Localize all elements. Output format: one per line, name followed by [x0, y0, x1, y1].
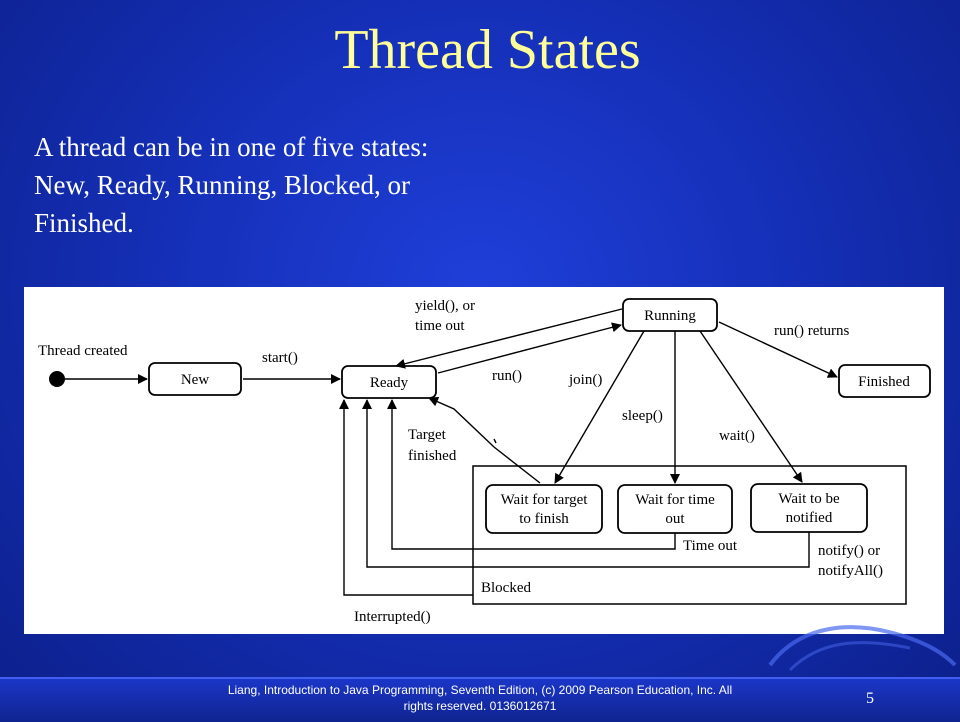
edge-target-finished	[428, 397, 541, 484]
body-line: A thread can be in one of five states:	[34, 132, 429, 162]
decorative-swoosh	[768, 625, 957, 672]
state-wait-notify-label-2: notified	[786, 510, 833, 526]
edge-yield	[395, 308, 623, 369]
footer-line: Liang, Introduction to Java Programming,…	[227, 683, 733, 697]
label-yield-2: time out	[415, 318, 465, 334]
state-wait-time-label-2: out	[665, 511, 685, 527]
state-wait-time: Wait for time out	[617, 484, 733, 534]
state-new-label: New	[181, 372, 209, 388]
label-thread-created: Thread created	[38, 343, 128, 359]
state-finished: Finished	[838, 364, 931, 398]
edge-interrupted	[339, 399, 473, 596]
state-ready-label: Ready	[370, 375, 409, 391]
state-new: New	[148, 362, 242, 396]
label-target-2: finished	[408, 448, 457, 464]
state-wait-target: Wait for target to finish	[485, 484, 603, 534]
label-run: run()	[492, 368, 522, 384]
page-number: 5	[866, 690, 874, 707]
edge-run-returns	[718, 321, 838, 378]
state-ready: Ready	[341, 365, 437, 399]
label-sleep: sleep()	[622, 408, 663, 424]
label-notify-1: notify() or	[818, 543, 880, 559]
label-wait: wait()	[719, 428, 755, 444]
label-start: start()	[262, 350, 298, 366]
footer-band	[0, 677, 960, 722]
state-wait-notify: Wait to be notified	[750, 483, 868, 533]
edge-join	[554, 330, 645, 484]
state-wait-notify-label-1: Wait to be	[778, 491, 840, 507]
state-wait-target-label-2: to finish	[519, 511, 569, 527]
edge-time-out	[387, 399, 676, 550]
state-diagram-svg: New Ready Running Finished Wait for targ…	[38, 298, 931, 625]
blocked-group-box	[472, 465, 907, 605]
thread-state-diagram: New Ready Running Finished Wait for targ…	[24, 287, 944, 634]
state-running-label: Running	[644, 308, 696, 324]
initial-state-dot	[49, 371, 65, 387]
label-blocked: Blocked	[481, 580, 531, 596]
slide-body: A thread can be in one of five states: N…	[34, 128, 554, 242]
state-finished-label: Finished	[858, 374, 910, 390]
label-yield-1: yield(), or	[415, 298, 475, 314]
edge-tick	[493, 438, 497, 444]
slide-title: Thread States	[334, 19, 641, 81]
edge-notify	[362, 399, 810, 568]
state-running: Running	[622, 298, 718, 332]
label-join: join()	[568, 372, 602, 388]
state-wait-time-label-1: Wait for time	[635, 492, 715, 508]
state-wait-target-label-1: Wait for target	[501, 492, 589, 508]
footer-line: rights reserved. 0136012671	[403, 699, 557, 713]
edge-run	[437, 322, 622, 374]
label-target-1: Target	[408, 427, 447, 443]
label-interrupted: Interrupted()	[354, 609, 431, 625]
body-line: Finished.	[34, 208, 134, 238]
label-time-out: Time out	[683, 538, 738, 554]
footer-copyright: Liang, Introduction to Java Programming,…	[180, 682, 780, 714]
label-notify-2: notifyAll()	[818, 563, 883, 579]
label-run-returns: run() returns	[774, 323, 850, 339]
body-line: New, Ready, Running, Blocked, or	[34, 170, 410, 200]
edge-wait	[699, 330, 803, 483]
